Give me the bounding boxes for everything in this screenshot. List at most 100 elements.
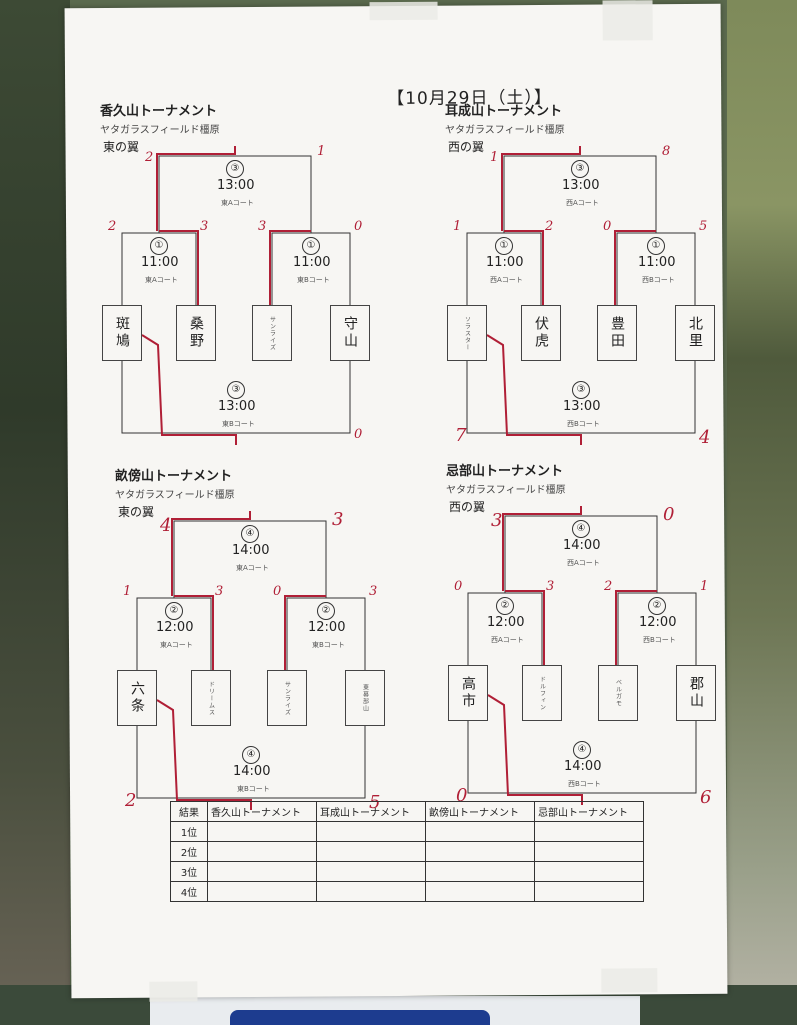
handwritten-score: 2 <box>125 790 137 811</box>
tape-top-right <box>602 0 653 41</box>
result-cell <box>425 881 535 902</box>
results-row: 3位 <box>170 861 644 882</box>
result-cell <box>425 841 535 862</box>
results-row: 2位 <box>170 841 644 862</box>
results-header-cell: 畝傍山トーナメント <box>425 801 535 822</box>
handwritten-score: 3 <box>332 509 344 530</box>
tournament-title: 忌部山トーナメント <box>446 464 564 479</box>
match-number: ① <box>302 237 320 255</box>
match-court: 東Aコート <box>221 199 254 207</box>
tape-top <box>369 1 438 21</box>
match-number: ① <box>647 237 665 255</box>
match-court: 東Bコート <box>222 420 255 428</box>
handwritten-score: 8 <box>662 144 671 159</box>
handwritten-score: 0 <box>454 579 463 594</box>
team-box: 高市 <box>448 665 488 721</box>
result-cell <box>316 841 426 862</box>
match-number: ④ <box>241 525 259 543</box>
match-time: 14:00 <box>232 543 270 558</box>
results-header-cell: 忌部山トーナメント <box>534 801 644 822</box>
team-box: ソラスター <box>447 305 487 361</box>
result-cell <box>534 821 644 842</box>
match-court: 西Bコート <box>568 780 601 788</box>
match-time: 13:00 <box>218 399 256 414</box>
match-time: 13:00 <box>217 178 255 193</box>
match-number: ④ <box>572 520 590 538</box>
handwritten-score: 0 <box>603 219 612 234</box>
handwritten-score: 3 <box>200 219 209 234</box>
handwritten-score: 1 <box>490 150 499 165</box>
handwritten-score: 3 <box>546 579 555 594</box>
handwritten-score: 4 <box>160 515 172 536</box>
match-time: 12:00 <box>156 620 194 635</box>
match-court: 西Aコート <box>567 559 600 567</box>
match-number: ② <box>165 602 183 620</box>
handwritten-score: 1 <box>453 219 462 234</box>
result-cell <box>534 861 644 882</box>
handwritten-score: 7 <box>455 425 467 446</box>
tournament-venue: ヤタガラスフィールド橿原 <box>445 125 565 136</box>
background-fence <box>0 0 70 1025</box>
match-number: ② <box>496 597 514 615</box>
team-box: サンライズ <box>252 305 292 361</box>
handwritten-score: 0 <box>663 504 675 525</box>
tournament-title: 香久山トーナメント <box>100 104 218 119</box>
team-box: 伏虎 <box>521 305 561 361</box>
handwritten-score: 6 <box>700 787 712 808</box>
tournament-venue: ヤタガラスフィールド橿原 <box>446 485 566 496</box>
handwritten-score: 2 <box>604 579 613 594</box>
match-time: 12:00 <box>308 620 346 635</box>
result-cell <box>316 881 426 902</box>
match-number: ④ <box>573 741 591 759</box>
result-cell <box>207 861 317 882</box>
match-number: ② <box>317 602 335 620</box>
handwritten-score: 5 <box>699 219 708 234</box>
rank-label: 3位 <box>170 861 208 882</box>
tournament-venue: ヤタガラスフィールド橿原 <box>100 125 220 136</box>
match-number: ③ <box>227 381 245 399</box>
tournament-field: 東の翼 <box>118 505 155 519</box>
match-court: 東Bコート <box>312 641 345 649</box>
match-time: 13:00 <box>563 399 601 414</box>
team-box: サンライズ <box>267 670 307 726</box>
handwritten-score: 2 <box>108 219 117 234</box>
rank-label: 2位 <box>170 841 208 862</box>
results-table: 結果 香久山トーナメント 耳成山トーナメント 畝傍山トーナメント 忌部山トーナメ… <box>170 801 644 902</box>
match-court: 西Bコート <box>567 420 600 428</box>
match-time: 12:00 <box>487 615 525 630</box>
team-box: 東幕部山 <box>345 670 385 726</box>
result-cell <box>425 821 535 842</box>
match-number: ① <box>495 237 513 255</box>
banner-lettering <box>230 1010 490 1025</box>
tournament-title: 畝傍山トーナメント <box>115 469 233 484</box>
handwritten-score: 1 <box>700 579 709 594</box>
result-cell <box>207 881 317 902</box>
tournament-field: 東の翼 <box>103 140 140 154</box>
handwritten-score: 0 <box>354 219 363 234</box>
background-field <box>727 0 797 1025</box>
match-time: 11:00 <box>141 255 179 270</box>
tape-bottom-left <box>149 981 198 1002</box>
tape-bottom-right <box>601 968 658 993</box>
match-time: 14:00 <box>563 538 601 553</box>
handwritten-score: 3 <box>258 219 267 234</box>
handwritten-score: 3 <box>369 584 378 599</box>
match-number: ③ <box>572 381 590 399</box>
result-cell <box>207 841 317 862</box>
results-header-row: 結果 香久山トーナメント 耳成山トーナメント 畝傍山トーナメント 忌部山トーナメ… <box>170 801 644 822</box>
match-number: ② <box>648 597 666 615</box>
match-time: 12:00 <box>639 615 677 630</box>
handwritten-score: 2 <box>145 150 154 165</box>
match-time: 14:00 <box>564 759 602 774</box>
rank-label: 1位 <box>170 821 208 842</box>
results-row: 4位 <box>170 881 644 902</box>
results-header-cell: 耳成山トーナメント <box>316 801 426 822</box>
tournament-title: 耳成山トーナメント <box>445 104 563 119</box>
match-court: 東Aコート <box>236 564 269 572</box>
handwritten-score: 0 <box>354 427 363 442</box>
match-number: ① <box>150 237 168 255</box>
handwritten-score: 0 <box>456 785 468 806</box>
handwritten-score: 3 <box>215 584 224 599</box>
match-court: 東Bコート <box>297 276 330 284</box>
tournament-venue: ヤタガラスフィールド橿原 <box>115 490 235 501</box>
